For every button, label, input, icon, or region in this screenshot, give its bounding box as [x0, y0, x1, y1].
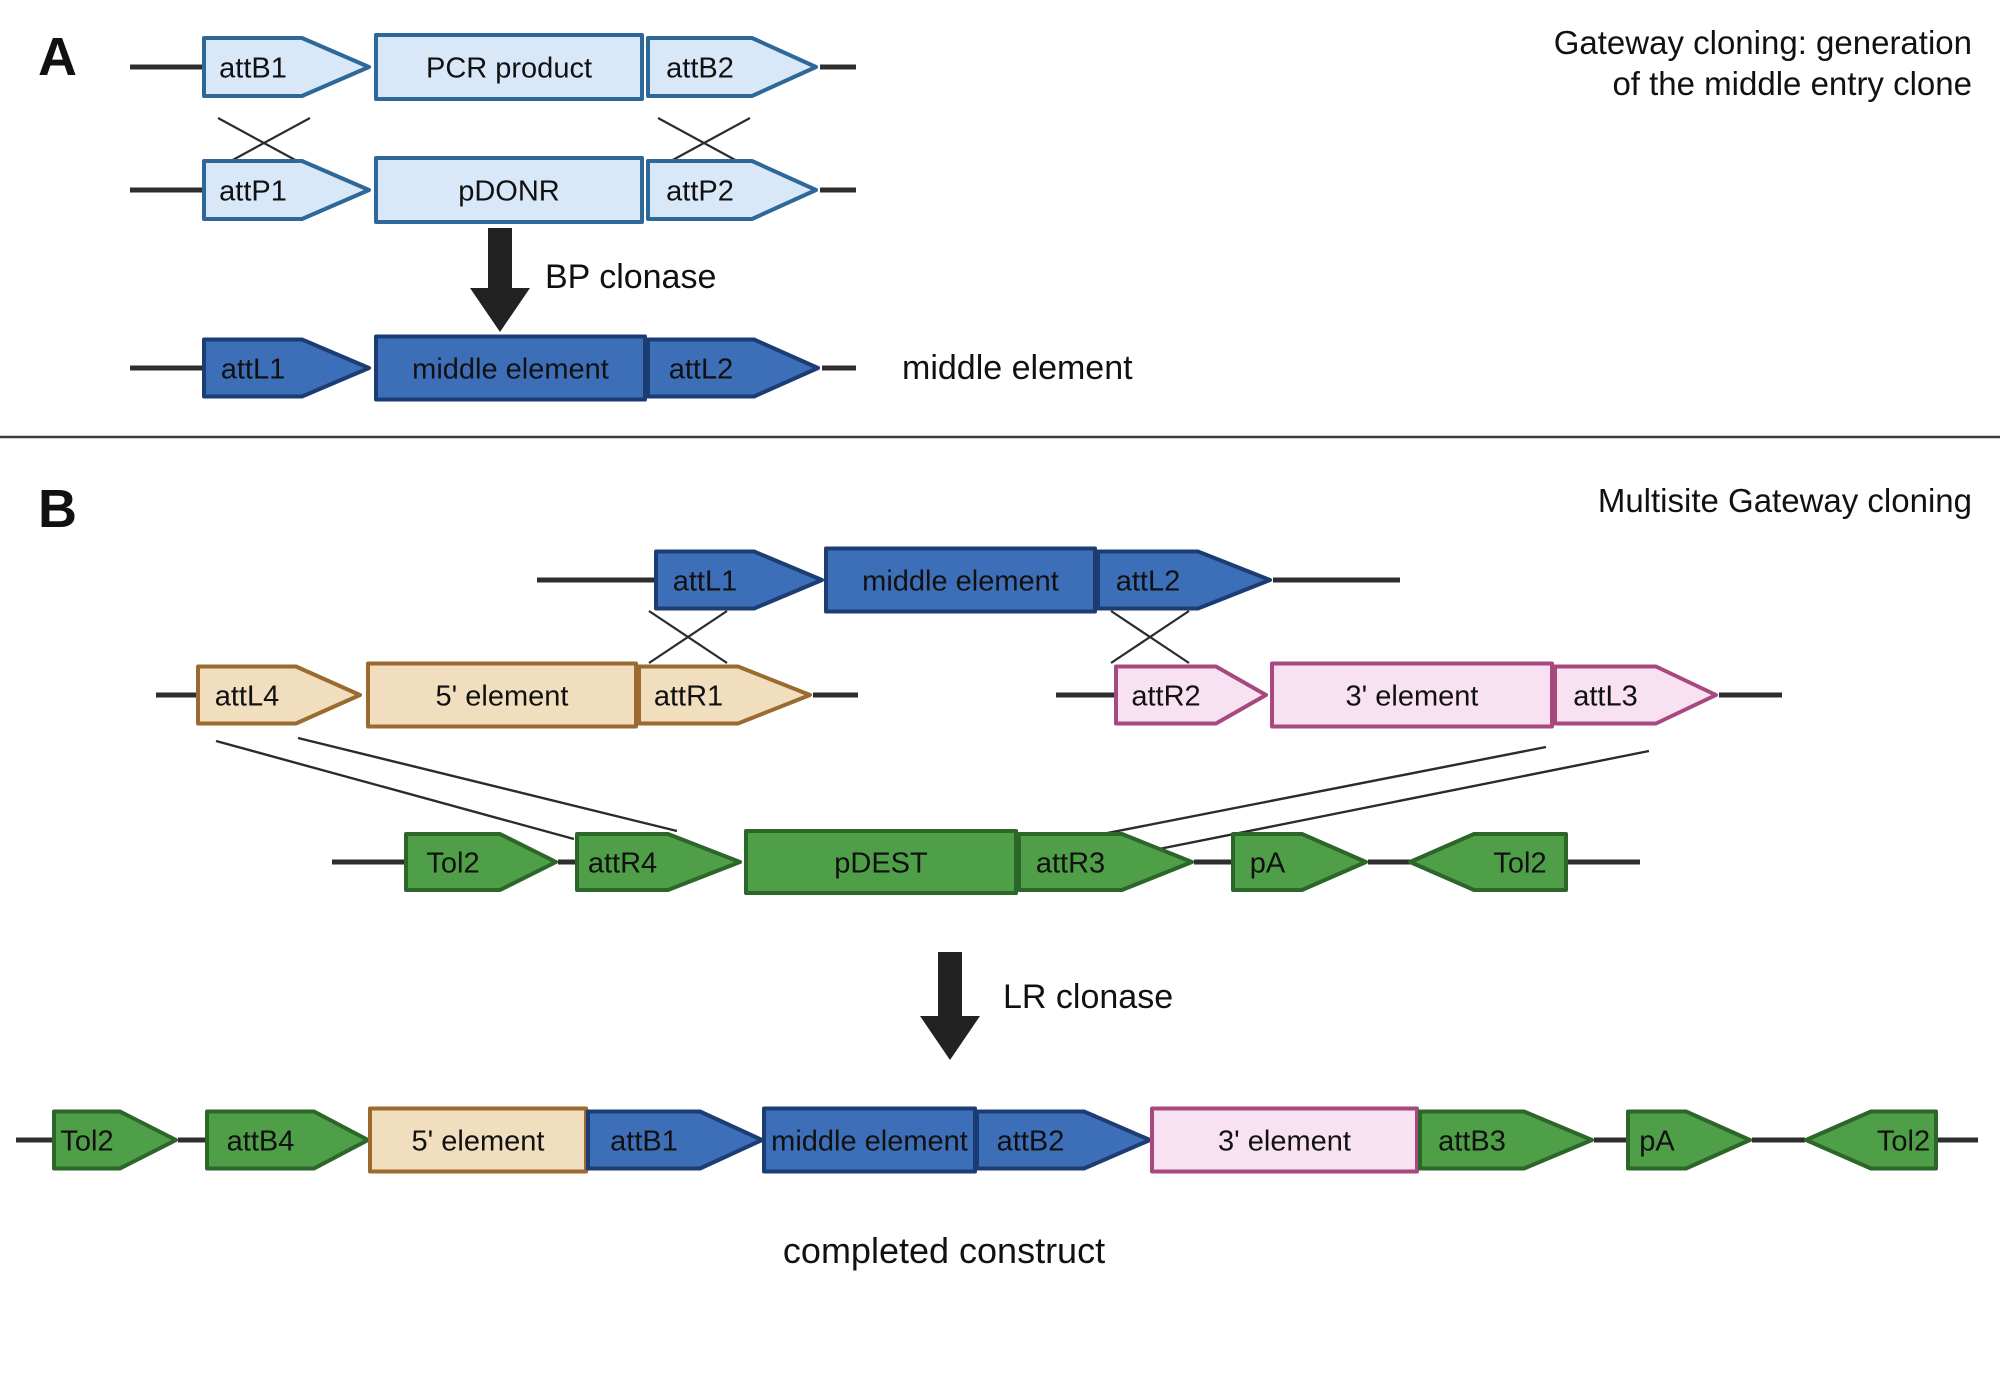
gene-box-3-element	[1270, 661, 1554, 729]
label-5-element: 5' element	[412, 1125, 545, 1157]
gene-arrow-attr4	[575, 832, 742, 892]
label-attr4: attR4	[588, 847, 657, 879]
label-attl3: attL3	[1573, 680, 1638, 712]
gene-arrow-pa	[1626, 1109, 1752, 1171]
middle-entry-row-b: attL1 middle element attL2	[537, 546, 1400, 614]
label-middle-element: middle element	[862, 565, 1059, 597]
label-tol2: Tol2	[60, 1125, 113, 1157]
gene-arrow-attb3	[1418, 1109, 1594, 1171]
gene-arrow-attr3	[1017, 832, 1194, 892]
gene-arrow-tol2	[1804, 1109, 1938, 1171]
destination-vector-row: Tol2 attR4 pDEST attR3 pA Tol2	[332, 829, 1640, 895]
crossover-stroke	[1110, 610, 1190, 664]
gene-arrow-attb4	[205, 1109, 370, 1171]
label-attl2: attL2	[1116, 565, 1181, 597]
crossover-stroke	[648, 610, 728, 664]
label-tol2: Tol2	[1877, 1125, 1930, 1157]
middle-element-note: middle element	[902, 349, 1133, 387]
label-attl2: attL2	[669, 353, 734, 385]
label-attb1: attB1	[610, 1125, 678, 1157]
label-attr1: attR1	[654, 680, 723, 712]
gene-arrow-tol2	[404, 832, 558, 892]
label-pcr-product: PCR product	[426, 52, 592, 84]
gene-arrow-attl4	[196, 664, 362, 726]
label-attb1: attB1	[219, 52, 287, 84]
gene-arrow-attb2	[646, 36, 818, 98]
gene-arrow-pa	[1231, 832, 1368, 892]
gene-arrow-attl3	[1553, 664, 1718, 726]
gene-arrow-attp1	[202, 159, 371, 221]
panel-b-title: Multisite Gateway cloning	[1597, 482, 1972, 519]
gene-arrow-attr2	[1114, 664, 1268, 726]
gene-box-3-element	[1150, 1106, 1419, 1174]
gene-box-pdest	[744, 829, 1018, 895]
label-attl4: attL4	[215, 680, 280, 712]
label-5-element: 5' element	[436, 680, 569, 712]
gene-box-5-element	[366, 661, 638, 729]
label-attr3: attR3	[1036, 847, 1105, 879]
recombination-line	[297, 736, 678, 833]
panel-b-label: B	[38, 479, 77, 539]
gene-arrow-attb1	[586, 1109, 764, 1171]
middle-entry-clone-row: attL1 middle element attL2	[130, 334, 856, 402]
three-prime-entry-row: attR2 3' element attL3	[1056, 661, 1782, 729]
label-middle-element: middle element	[412, 353, 609, 385]
gene-box-pdonr	[374, 156, 644, 224]
gene-arrow-attl2	[1096, 549, 1272, 611]
gene-arrow-attb1	[202, 36, 371, 98]
gene-box-pcr-product	[374, 33, 644, 101]
gene-arrow-tol2	[1408, 832, 1568, 892]
gene-box-middle-element	[824, 546, 1097, 614]
gene-arrow-attl2	[646, 337, 820, 399]
bp-clonase-arrow	[470, 228, 530, 332]
label-3-element: 3' element	[1346, 680, 1479, 712]
lr-clonase-label: LR clonase	[1003, 978, 1174, 1016]
gene-arrow-attb2	[975, 1109, 1152, 1171]
gene-arrow-attr1	[637, 664, 812, 726]
completed-construct-label: completed construct	[782, 1230, 1106, 1271]
label-attb2: attB2	[997, 1125, 1065, 1157]
recombination-line	[1138, 749, 1650, 855]
recombination-line	[215, 739, 575, 841]
label-middle-element: middle element	[771, 1125, 968, 1157]
gene-box-middle-element	[762, 1106, 977, 1174]
completed-construct-row: Tol2 attB4 5' element attB1 middle element at…	[16, 1106, 1978, 1174]
label-pa: pA	[1639, 1125, 1675, 1157]
label-3-element: 3' element	[1218, 1125, 1351, 1157]
label-attl1: attL1	[221, 353, 286, 385]
label-attp1: attP1	[219, 175, 287, 207]
label-tol2: Tol2	[426, 847, 479, 879]
gene-arrow-tol2	[52, 1109, 178, 1171]
pcr-product-row: attB1 PCR product attB2	[130, 33, 856, 101]
label-attl1: attL1	[673, 565, 738, 597]
label-attb3: attB3	[1438, 1125, 1506, 1157]
label-attr2: attR2	[1131, 680, 1200, 712]
gene-box-middle-element	[374, 334, 647, 402]
lr-clonase-arrow	[920, 952, 980, 1060]
pdonr-row: attP1 pDONR attP2	[130, 156, 856, 224]
label-attb2: attB2	[666, 52, 734, 84]
label-tol2: Tol2	[1493, 847, 1546, 879]
panel-a-title: Gateway cloning: generation of the middl…	[1554, 22, 1972, 104]
gene-arrow-attp2	[646, 159, 818, 221]
label-attb4: attB4	[227, 1125, 295, 1157]
gene-arrow-attl1	[202, 337, 371, 399]
label-pdonr: pDONR	[458, 175, 560, 207]
panel-a-title-line1: Gateway cloning: generation	[1553, 24, 1972, 61]
label-attp2: attP2	[666, 175, 734, 207]
panel-a-label: A	[38, 27, 77, 87]
five-prime-entry-row: attL4 5' element attR1	[156, 661, 858, 729]
crossover-x	[648, 610, 728, 664]
crossover-x	[1110, 610, 1190, 664]
bp-clonase-label: BP clonase	[545, 258, 717, 296]
label-pa: pA	[1250, 847, 1286, 879]
gene-arrow-attl1	[654, 549, 824, 611]
panel-a-title-line2: of the middle entry clone	[1612, 65, 1972, 102]
label-pdest: pDEST	[834, 847, 928, 879]
